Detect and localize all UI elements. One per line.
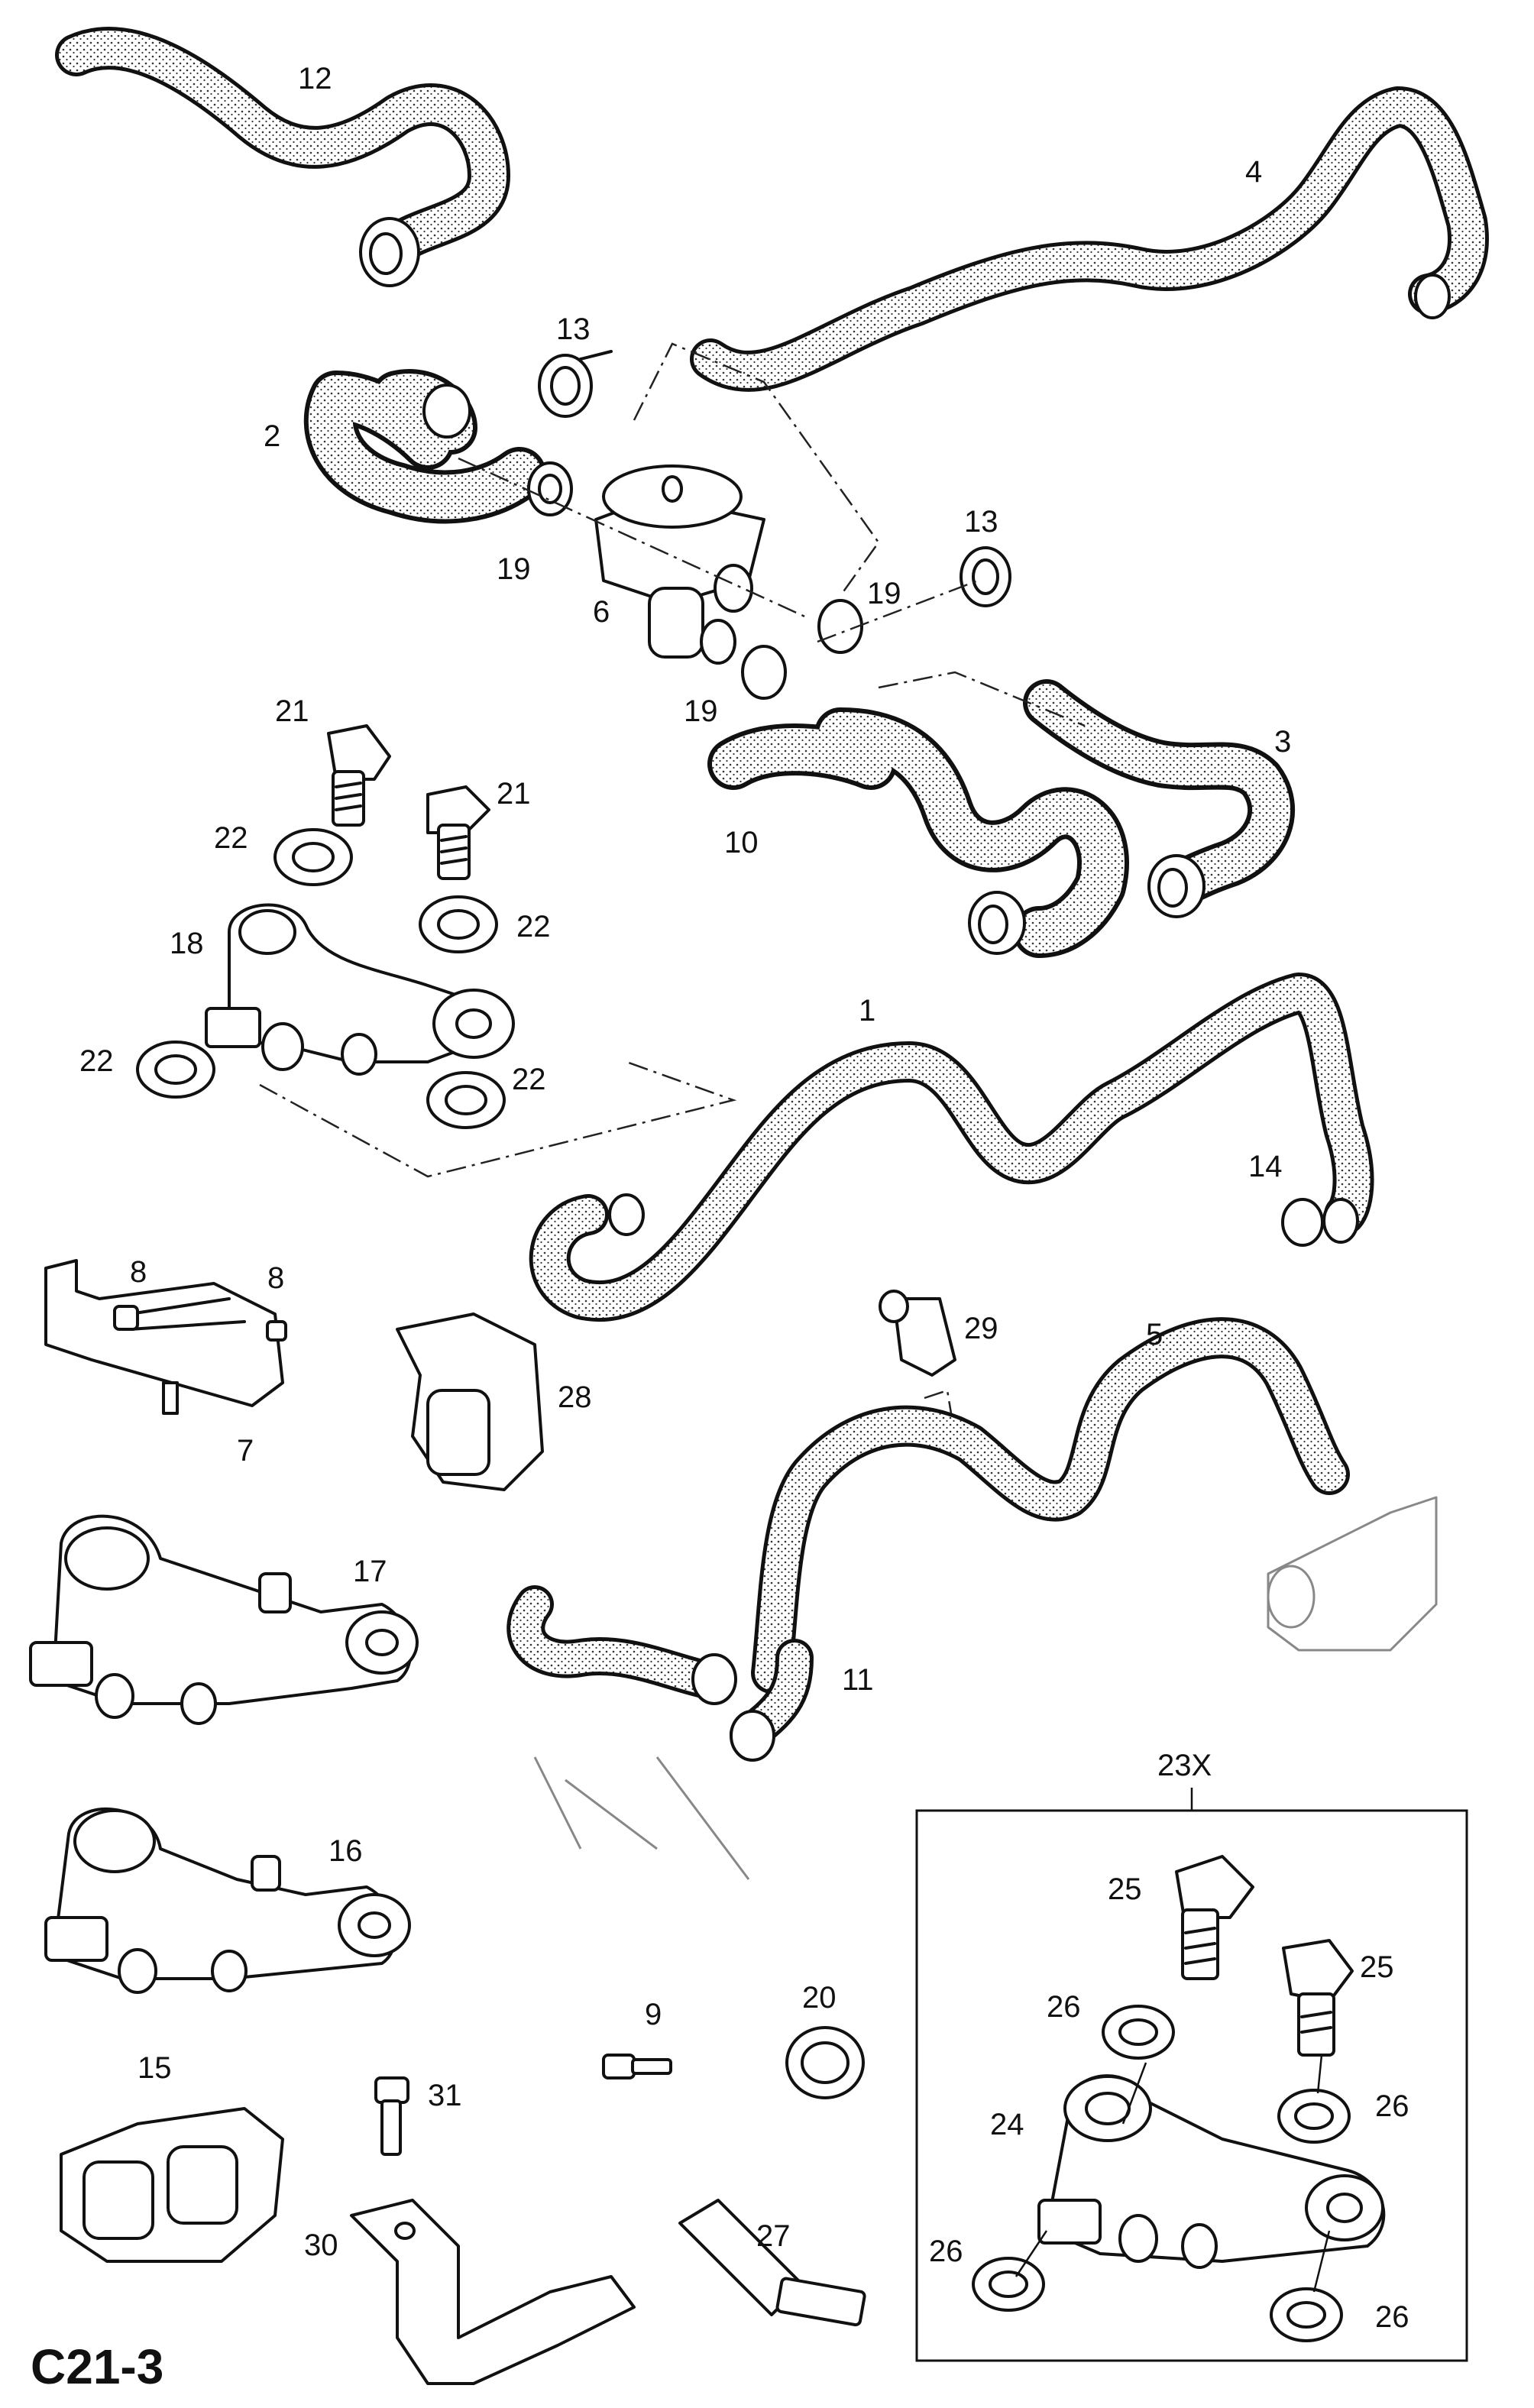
clamp-part-20 — [785, 2026, 865, 2099]
kit-seal-26-a — [1102, 2005, 1175, 2060]
callout-21-left: 21 — [275, 694, 309, 728]
ghost-component — [533, 1496, 1438, 1880]
valve-part-6 — [594, 464, 765, 665]
callout-12: 12 — [298, 62, 332, 95]
clamp-13-right — [960, 546, 1011, 607]
callout-2: 2 — [264, 419, 280, 453]
banjo-fitting-18 — [205, 903, 515, 1076]
assembly-line — [633, 342, 880, 597]
callout-13-upper: 13 — [556, 312, 591, 346]
callout-1: 1 — [859, 994, 875, 1028]
callout-27: 27 — [756, 2219, 791, 2253]
kit-leaders — [1015, 2054, 1331, 2293]
callout-26-c: 26 — [929, 2235, 963, 2268]
seal-22-d — [426, 1071, 506, 1129]
kit-seal-26-d — [1270, 2287, 1343, 2342]
callout-18: 18 — [170, 927, 204, 960]
callout-14: 14 — [1248, 1150, 1283, 1183]
callout-3: 3 — [1274, 725, 1291, 759]
callout-8-right: 8 — [267, 1261, 284, 1295]
callout-20: 20 — [802, 1981, 837, 2015]
hose-part-4 — [690, 86, 1489, 392]
diagram-code: C21-3 — [31, 2339, 163, 2394]
hose-part-10 — [707, 707, 1129, 958]
hose-part-1 — [529, 973, 1374, 1322]
kit-seal-26-b — [1277, 2089, 1351, 2144]
banjo-fitting-16 — [44, 1808, 411, 1994]
callout-24: 24 — [990, 2108, 1024, 2141]
callout-15: 15 — [138, 2051, 172, 2085]
callout-kit-23x: 23X — [1157, 1749, 1212, 1782]
callout-22-d: 22 — [512, 1063, 546, 1096]
assembly-line — [924, 1389, 953, 1414]
callout-30: 30 — [304, 2228, 338, 2262]
callout-9: 9 — [645, 1998, 662, 2031]
callout-22-b: 22 — [516, 910, 551, 943]
bracket-part-30 — [350, 2199, 636, 2385]
clip-part-28 — [396, 1312, 544, 1491]
clamp-hose1-left — [608, 1193, 645, 1236]
hose-part-2 — [303, 369, 546, 524]
bolt-21-right — [426, 785, 490, 880]
clamp-14 — [1281, 1198, 1324, 1247]
seal-22-a — [273, 828, 353, 886]
callout-26-d: 26 — [1375, 2300, 1409, 2334]
callout-21-right: 21 — [497, 777, 531, 811]
assembly-line — [259, 1060, 737, 1178]
callout-11: 11 — [842, 1663, 874, 1697]
callout-29: 29 — [964, 1312, 998, 1345]
bolt-21-left — [327, 724, 391, 827]
kit-bolt-25-right — [1282, 1939, 1354, 2057]
callout-19-right: 19 — [867, 577, 901, 610]
kit-banjo-fitting-24 — [1037, 2074, 1386, 2269]
seal-22-c — [136, 1041, 215, 1099]
callout-26-b: 26 — [1375, 2089, 1409, 2123]
clamp-19-left — [527, 461, 573, 516]
callout-25-right: 25 — [1360, 1950, 1394, 1984]
assembly-line — [458, 457, 1086, 727]
callout-13-right: 13 — [964, 505, 998, 539]
screw-part-9 — [602, 2054, 672, 2079]
hose-part-12 — [55, 27, 510, 287]
callout-17: 17 — [353, 1555, 387, 1588]
callout-7: 7 — [237, 1434, 254, 1468]
seal-22-b — [419, 895, 498, 953]
screw-part-31 — [374, 2076, 409, 2156]
callout-5: 5 — [1146, 1318, 1163, 1351]
kit-bolt-25-left — [1175, 1855, 1254, 1980]
callout-22-a: 22 — [214, 821, 248, 855]
connector-part-27 — [678, 2199, 866, 2327]
bracket-part-7 — [44, 1259, 287, 1415]
callout-19-low: 19 — [684, 694, 718, 728]
banjo-fitting-17 — [29, 1514, 419, 1725]
hose-part-11 — [506, 1585, 814, 1762]
callout-28: 28 — [558, 1380, 592, 1414]
callout-4: 4 — [1245, 155, 1262, 189]
callout-19-left: 19 — [497, 552, 531, 586]
clip-part-29 — [879, 1290, 956, 1377]
callout-6: 6 — [593, 595, 610, 629]
hose-part-5 — [751, 1317, 1350, 1694]
clip-part-15 — [60, 2107, 284, 2263]
callout-26-a: 26 — [1047, 1990, 1081, 2024]
callout-16: 16 — [328, 1834, 363, 1868]
clamp-19-right — [741, 599, 863, 700]
hose-part-3 — [1023, 679, 1296, 918]
callout-25-left: 25 — [1108, 1872, 1142, 1906]
callout-31: 31 — [428, 2079, 462, 2112]
kit-box-23x — [915, 1788, 1468, 2362]
callout-8-left: 8 — [130, 1255, 147, 1289]
callout-22-c: 22 — [79, 1044, 114, 1078]
callout-10: 10 — [724, 826, 759, 859]
kit-seal-26-c — [972, 2257, 1045, 2312]
clamp-13-upper — [538, 350, 613, 418]
